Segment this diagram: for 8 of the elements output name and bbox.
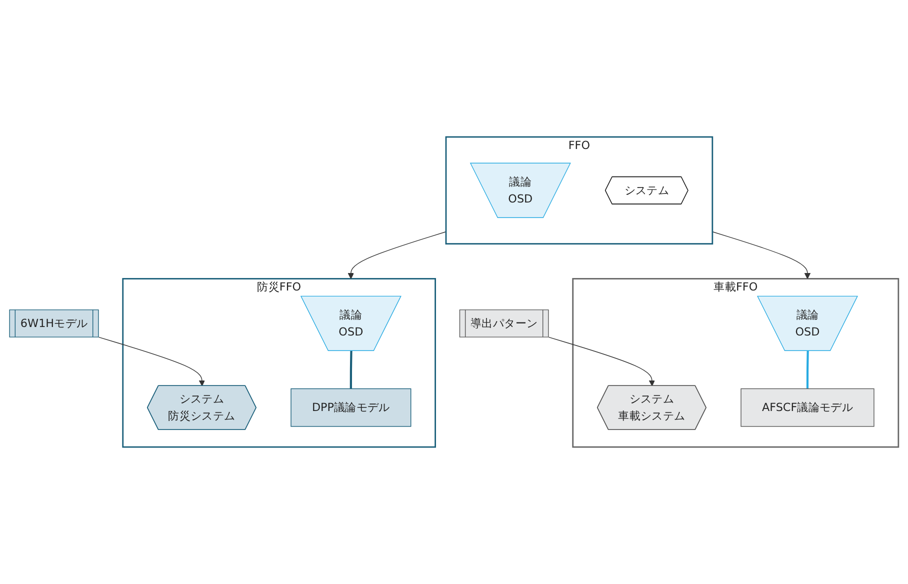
arrow	[548, 336, 655, 386]
node-box: DPP議論モデル	[290, 388, 412, 427]
connector	[350, 350, 352, 389]
arrow	[98, 336, 205, 386]
arrow	[348, 231, 446, 279]
connector	[806, 350, 809, 389]
node-box: AFSCF議論モデル	[740, 388, 874, 427]
arrow	[712, 231, 811, 279]
